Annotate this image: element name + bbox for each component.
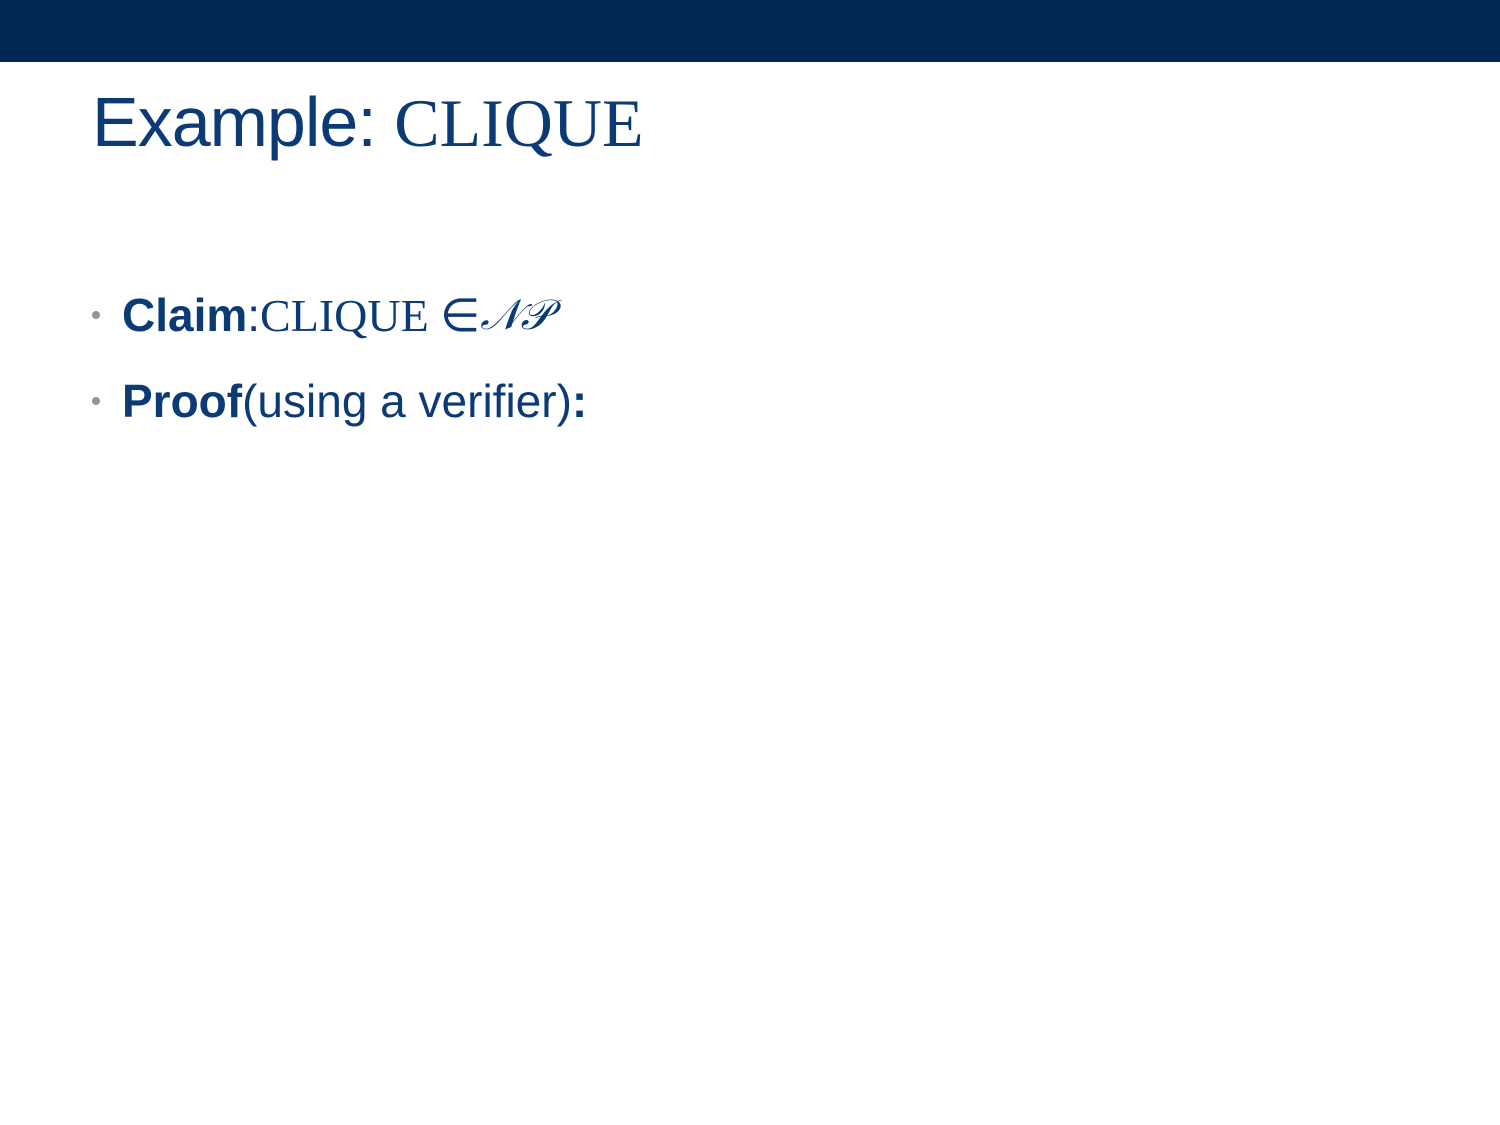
bullet-dot-icon [92,311,100,319]
title-prefix: Example: [92,83,395,161]
claim-separator: : [247,289,261,341]
proof-text: (using a verifier) [242,375,572,427]
claim-math: CLIQUE ∈ [260,290,481,341]
complexity-class: 𝒩𝒫 [480,290,551,339]
proof-colon: : [571,375,588,427]
title-math: CLIQUE [394,85,644,161]
slide-title: Example: CLIQUE [92,80,644,165]
claim-label: Claim [122,289,248,341]
bullet-proof: Proof (using a verifier): [88,358,587,444]
header-band [0,0,1500,62]
proof-label: Proof [122,375,243,427]
bullet-list: Claim: CLIQUE ∈ 𝒩𝒫 Proof (using a verifi… [88,272,587,444]
bullet-dot-icon [92,397,100,405]
bullet-claim: Claim: CLIQUE ∈ 𝒩𝒫 [88,272,587,358]
